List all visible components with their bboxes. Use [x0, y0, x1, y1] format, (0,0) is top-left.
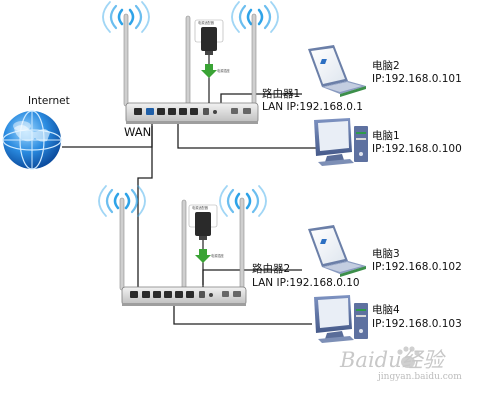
- wifi-signal-icon: [231, 1, 279, 33]
- router1-computer1-cable: [177, 120, 316, 149]
- computer4-name: 电脑4: [372, 304, 400, 316]
- router2-name: 路由器2: [252, 263, 291, 275]
- globe-icon: [2, 110, 62, 170]
- power-adapter-icon: 电源适配器 电源插座: [188, 204, 225, 287]
- internet-label: Internet: [28, 95, 70, 107]
- router1-ip: LAN IP:192.168.0.1: [262, 101, 363, 113]
- computer3-ip: IP:192.168.0.102: [372, 261, 462, 273]
- svg-text:电源适配器: 电源适配器: [192, 205, 209, 210]
- wifi-signal-icon: [219, 185, 267, 217]
- router1-name: 路由器1: [262, 88, 301, 100]
- desktop-computer-icon: [314, 295, 368, 343]
- wifi-signal-icon: [102, 1, 150, 33]
- svg-text:电源插座: 电源插座: [217, 68, 231, 73]
- computer2-ip: IP:192.168.0.101: [372, 73, 462, 85]
- laptop-icon: [308, 225, 366, 277]
- computer1-ip: IP:192.168.0.100: [372, 143, 462, 155]
- svg-text:电源适配器: 电源适配器: [198, 20, 215, 25]
- watermark-paw-icon: [397, 346, 420, 368]
- wan-label: WAN: [124, 125, 152, 139]
- computer3-name: 电脑3: [372, 248, 400, 260]
- svg-text:电源插座: 电源插座: [211, 253, 225, 258]
- laptop-icon: [308, 45, 366, 97]
- desktop-computer-icon: [314, 118, 368, 166]
- router2-ip: LAN IP:192.168.0.10: [252, 277, 360, 289]
- computer1-name: 电脑1: [372, 130, 400, 142]
- computer4-ip: IP:192.168.0.103: [372, 318, 462, 330]
- router1-router2-cable: [137, 126, 153, 291]
- computer2-name: 电脑2: [372, 60, 400, 72]
- wifi-signal-icon: [98, 185, 146, 217]
- router-2: 电源适配器 电源插座: [98, 185, 267, 306]
- watermark-url: jingyan.baidu.com: [378, 372, 462, 382]
- power-adapter-icon: 电源适配器 电源插座: [194, 19, 231, 103]
- router-1: 电源适配器 电源插座: [102, 1, 279, 124]
- watermark-brand: Baidu经验: [340, 348, 444, 372]
